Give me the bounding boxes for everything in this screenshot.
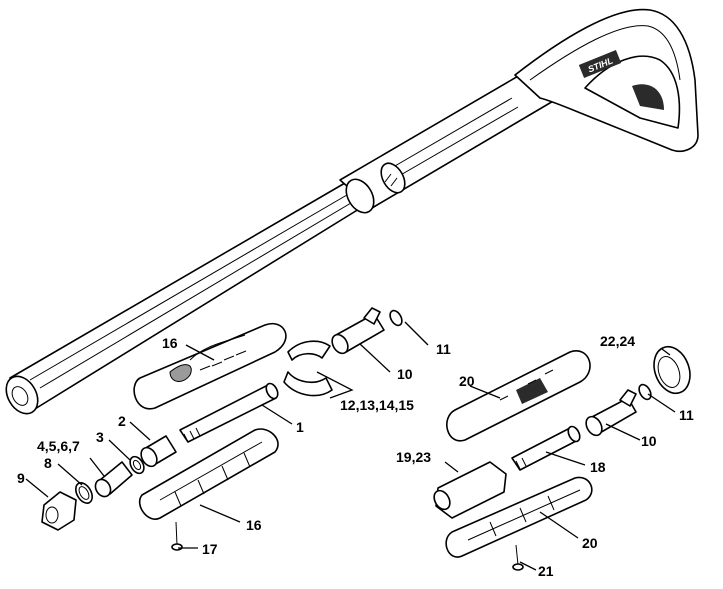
- label-10-left: 10: [397, 366, 413, 382]
- label-21: 21: [538, 563, 554, 579]
- label-1: 1: [296, 419, 304, 435]
- label-16-lower: 16: [246, 517, 262, 533]
- leader-lines: [25, 321, 676, 571]
- label-3: 3: [96, 429, 104, 445]
- label-11-right: 11: [679, 407, 694, 423]
- label-12-13-14-15: 12,13,14,15: [340, 397, 414, 413]
- label-18: 18: [590, 459, 606, 475]
- label-10-right: 10: [641, 433, 657, 449]
- label-11-left: 11: [436, 341, 451, 357]
- label-20-lower: 20: [582, 535, 598, 551]
- label-22-24: 22,24: [600, 333, 635, 349]
- label-20-upper: 20: [459, 373, 475, 389]
- label-4-5-6-7: 4,5,6,7: [37, 438, 80, 454]
- part-labels: 11 10 12,13,14,15 16 1 2 3 4,5,6,7 8 9 1…: [17, 333, 694, 579]
- spray-gun-lance: STIHL: [5, 8, 699, 415]
- label-16-upper: 16: [162, 335, 178, 351]
- label-9: 9: [17, 470, 25, 486]
- label-19-23: 19,23: [396, 449, 431, 465]
- right-assembly-parts: [433, 345, 691, 571]
- label-17: 17: [202, 541, 218, 557]
- left-assembly-parts: [41, 307, 403, 551]
- label-8: 8: [44, 455, 52, 471]
- label-2: 2: [118, 413, 126, 429]
